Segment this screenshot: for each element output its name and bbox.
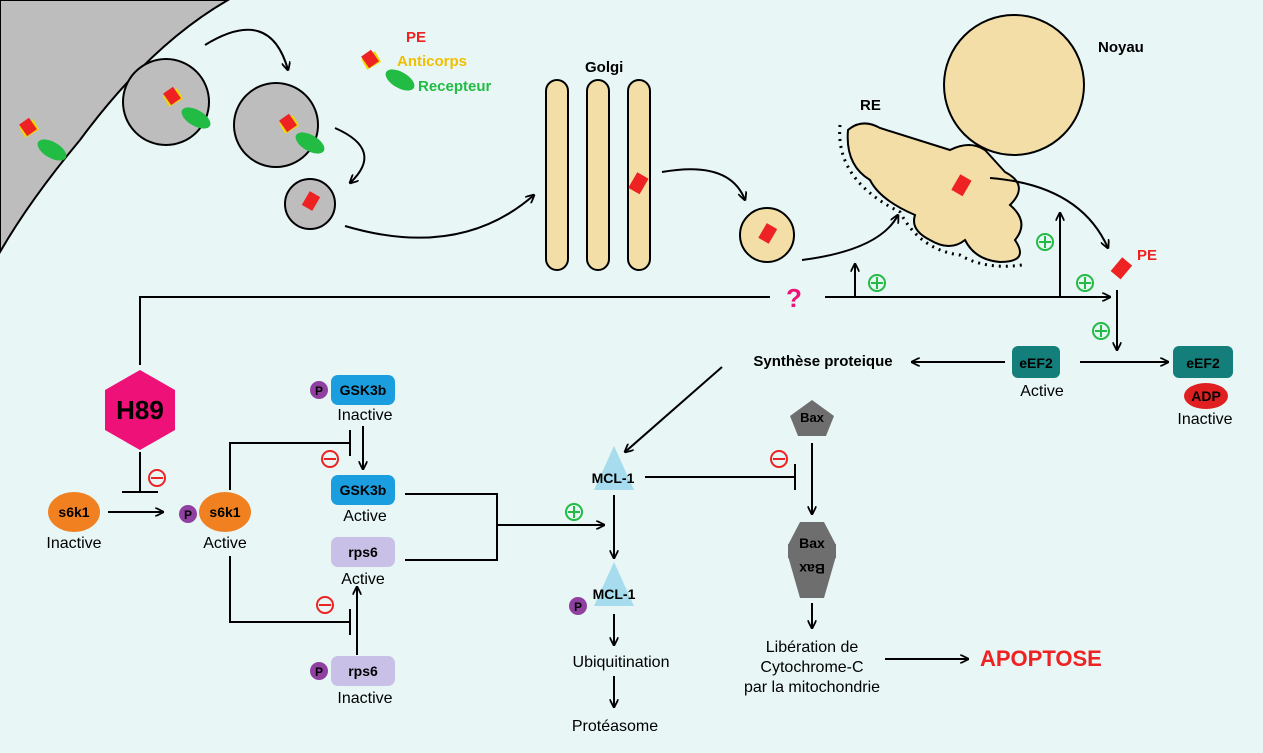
s6k1-active-label: Active (203, 535, 247, 552)
mcl1-phospho-p-label: P (574, 600, 582, 614)
bax-monomer (790, 400, 834, 436)
gsk3b-active-name: GSK3b (340, 482, 387, 498)
bax-dimer-bottom-label: Bax (799, 561, 825, 577)
s6k1-inactive-name: s6k1 (58, 504, 89, 520)
endosome-1 (122, 58, 211, 146)
ubiquitination-label: Ubiquitination (573, 654, 670, 671)
arrow-to-golgi (344, 195, 534, 239)
rps6-active-label: Active (341, 571, 385, 588)
rps6-inactive-name: rps6 (348, 663, 378, 679)
gsk3b-active-label: Active (343, 508, 387, 525)
minus-sign-1 (148, 469, 166, 487)
rps6-inactive-label: Inactive (337, 690, 392, 707)
legend-receptor: Recepteur (418, 78, 492, 95)
endosome-2 (233, 82, 325, 168)
pe-released (1110, 257, 1133, 280)
proteasome-label: Protéasome (572, 718, 658, 735)
h89-line-left (139, 296, 770, 365)
arrow-synthesis-to-mcl1 (625, 366, 723, 452)
nucleus-label: Noyau (1098, 39, 1144, 56)
golgi-label: Golgi (585, 59, 623, 76)
eef2-active-label: Active (1020, 383, 1064, 400)
golgi (545, 79, 651, 271)
s6k1-inactive-node (48, 492, 100, 532)
minus-sign-3 (316, 596, 334, 614)
eef2-active-box (1012, 346, 1060, 378)
legend-antibody: Anticorps (397, 53, 467, 70)
apoptose-label: APOPTOSE (980, 646, 1102, 671)
h89-hexagon (105, 370, 175, 450)
gsk3b-inactive-name: GSK3b (340, 382, 387, 398)
cytc-line1: Libération de (766, 639, 859, 656)
mcl1-name: MCL-1 (592, 470, 635, 486)
s6k1-active-node (199, 492, 251, 532)
minus-sign-4 (770, 450, 788, 468)
cytc-line2: Cytochrome-C (760, 659, 863, 676)
eef2-inactive-label: Inactive (1177, 411, 1232, 428)
gsk3b-active-box (331, 475, 395, 505)
gsk3b-inactive-label: Inactive (337, 407, 392, 424)
gsk3b-phospho (310, 381, 328, 399)
s6k1-phospho (179, 505, 197, 523)
eef2-inactive-box (1173, 346, 1233, 378)
arrow-vesicle-to-er (801, 215, 898, 261)
mcl1-phospho-name: MCL-1 (593, 586, 636, 602)
mcl1-phospho-p (569, 597, 587, 615)
s6k1-inhibit-gsk3b (229, 442, 350, 490)
bax-dimer-top-label: Bax (799, 535, 825, 551)
arrow-er-to-pe (989, 177, 1108, 248)
pe-released-label: PE (1137, 247, 1157, 264)
adp-badge (1184, 383, 1228, 409)
s6k1-active-name: s6k1 (209, 504, 240, 520)
er-label: RE (860, 97, 881, 114)
eef2-inactive-name: eEF2 (1186, 355, 1220, 371)
rps6-active-name: rps6 (348, 544, 378, 560)
rps6-active-box (331, 537, 395, 567)
plus-sign-1 (868, 274, 886, 292)
mcl1-node (594, 446, 634, 490)
adp-label: ADP (1191, 388, 1221, 404)
nucleus (943, 14, 1085, 156)
unknown-mark: ? (786, 283, 802, 313)
protein-synthesis-label: Synthèse proteique (753, 353, 892, 370)
s6k1-inhibit-rps6 (229, 556, 350, 623)
legend-pe: PE (406, 29, 426, 46)
vesicle-pe (284, 178, 336, 230)
gsk3b-phospho-label: P (315, 384, 323, 398)
plus-sign-4 (1092, 322, 1110, 340)
plus-sign-3 (1076, 274, 1094, 292)
minus-sign-2 (321, 450, 339, 468)
legend-complex-icon (361, 49, 415, 91)
plus-sign-2 (1036, 233, 1054, 251)
arrow-to-vesicle-3 (334, 127, 366, 183)
s6k1-inactive-label: Inactive (46, 535, 101, 552)
h89-label: H89 (116, 395, 164, 425)
arrow-golgi-to-vesicle (661, 168, 745, 200)
arrow-to-endosome-2 (204, 28, 288, 70)
bax-dimer (788, 522, 836, 598)
plus-sign-5 (565, 503, 583, 521)
eef2-active-name: eEF2 (1019, 355, 1053, 371)
transport-vesicle (739, 207, 795, 263)
s6k1-phospho-label: P (184, 508, 192, 522)
rps6-phospho (310, 662, 328, 680)
endoplasmic-reticulum (838, 122, 1023, 268)
bax-monomer-label: Bax (800, 410, 825, 425)
gsk3b-to-junction (405, 493, 498, 561)
gsk3b-inactive-box (331, 375, 395, 405)
receptor-complex-membrane (19, 117, 67, 161)
mcl1-phospho-node (594, 562, 634, 606)
rps6-phospho-label: P (315, 665, 323, 679)
rps6-inactive-box (331, 656, 395, 686)
cytc-line3: par la mitochondrie (744, 679, 880, 696)
cell-membrane (0, 0, 231, 255)
